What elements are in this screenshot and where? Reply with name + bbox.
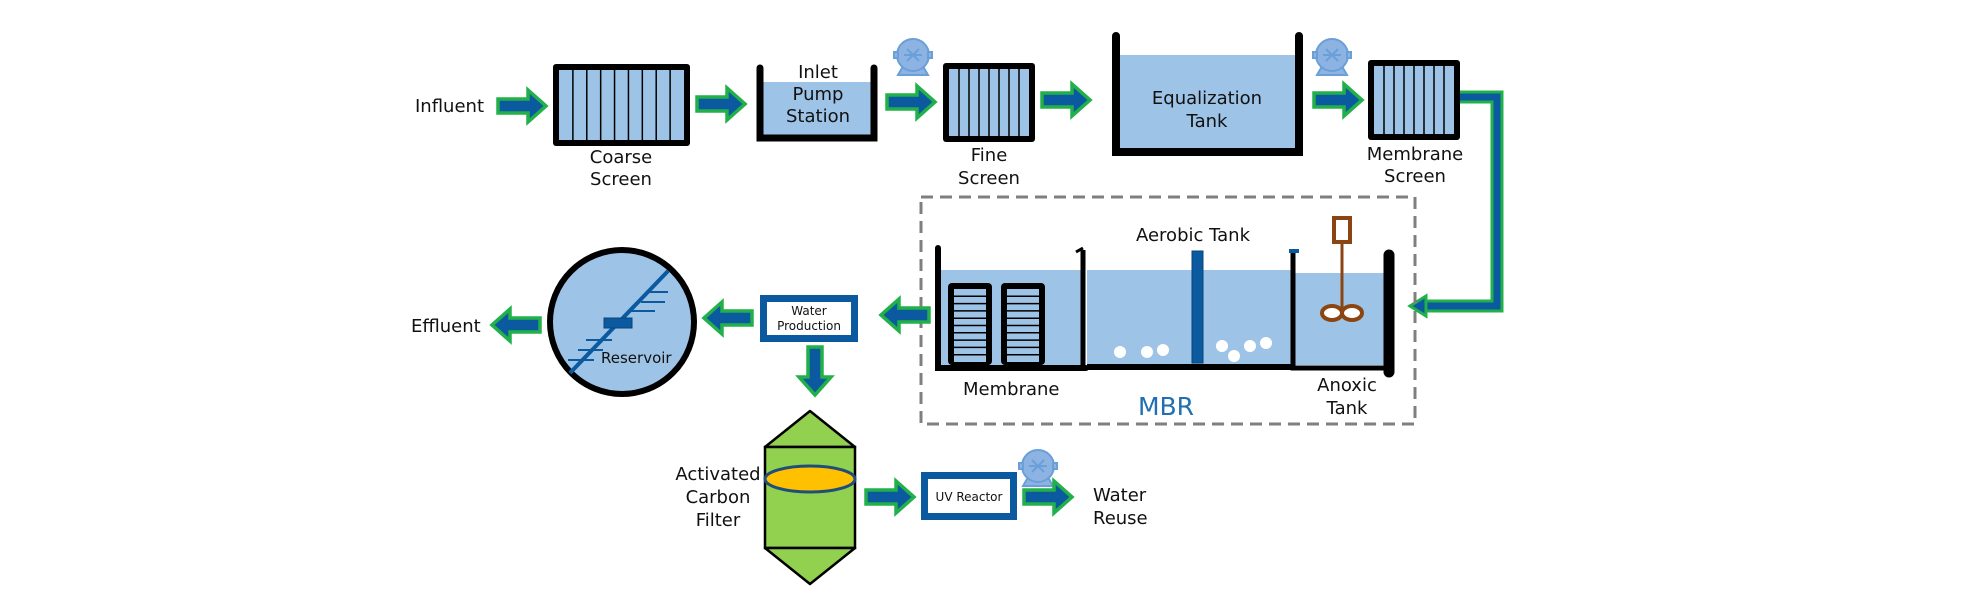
equalization-tank-label-line1: Equalization: [1152, 88, 1262, 109]
inlet-pump-station-label-line2: Pump: [793, 84, 844, 105]
anoxic-tank-label-line2: Tank: [1326, 398, 1368, 419]
carbon-media: [763, 464, 857, 494]
pump-icon: [1018, 449, 1058, 487]
membrane-screen: [1368, 60, 1460, 140]
flow-arrow-icon: [702, 300, 754, 336]
membrane-label: Membrane: [963, 379, 1059, 400]
air-bubble: [1157, 344, 1169, 356]
uv-reactor-label: UV Reactor: [936, 490, 1003, 504]
aerobic-tank-label: Aerobic Tank: [1136, 225, 1251, 246]
water-production-box: [760, 295, 858, 342]
fine-screen-label-line2: Screen: [958, 168, 1020, 189]
flow-arrow-icon: [797, 345, 833, 397]
mbr-label: MBR: [1138, 392, 1194, 421]
activated-carbon-filter-label-line1: Activated: [675, 464, 760, 485]
activated-carbon-filter-label-line2: Carbon: [686, 487, 751, 508]
membrane-screen-label-line1: Membrane: [1367, 144, 1463, 165]
equalization-tank: [1112, 32, 1303, 156]
flow-arrow-icon: [1040, 82, 1092, 118]
air-bubble: [1260, 337, 1272, 349]
pump-icon: [1312, 38, 1352, 76]
air-bubble: [1244, 340, 1256, 352]
reservoir: [547, 247, 697, 397]
membrane-tank: [935, 245, 1089, 371]
reservoir-label: Reservoir: [601, 349, 672, 367]
pipe-membrane-screen-to-mbr: [1407, 90, 1504, 319]
inlet-pump-station-label-line3: Station: [786, 106, 850, 127]
fine-screen-label-line1: Fine: [971, 145, 1008, 166]
flow-arrow-icon: [490, 307, 542, 343]
inlet-pump-station-tank: [756, 64, 878, 142]
water-production-label-line1: Water: [791, 304, 827, 318]
air-bubble: [1216, 340, 1228, 352]
water-production-label-line2: Production: [777, 319, 841, 333]
membrane-module: [1001, 283, 1045, 365]
coarse-screen-label-line1: Coarse: [590, 147, 652, 168]
influent-label: Influent: [415, 96, 484, 117]
effluent-label: Effluent: [411, 316, 481, 337]
uv-reactor-box: [921, 472, 1017, 520]
air-bubble: [1114, 346, 1126, 358]
activated-carbon-filter: [763, 409, 857, 586]
fine-screen: [943, 63, 1035, 142]
aerobic-tank: [1087, 250, 1294, 370]
mixer-icon: [1320, 216, 1364, 322]
anoxic-tank-label-line1: Anoxic: [1317, 375, 1377, 396]
water-reuse-label-line2: Reuse: [1093, 508, 1148, 529]
air-bubble: [1228, 350, 1240, 362]
air-bubble: [1141, 346, 1153, 358]
pump-icon: [893, 38, 933, 76]
flow-arrow-icon: [864, 479, 916, 515]
coarse-screen: [553, 64, 690, 146]
inlet-pump-station-label-line1: Inlet: [798, 62, 838, 83]
baffle-divider: [1191, 250, 1204, 364]
flow-arrow-icon: [1312, 82, 1364, 118]
aeration-bubbles: [1114, 337, 1272, 362]
equalization-tank-label-line2: Tank: [1186, 111, 1228, 132]
flow-arrow-icon: [496, 88, 548, 124]
anoxic-tank: [1289, 216, 1395, 378]
activated-carbon-filter-label-line3: Filter: [696, 510, 741, 531]
flow-arrow-icon: [885, 84, 937, 120]
membrane-module: [948, 283, 992, 365]
mbr-boundary: [919, 195, 1417, 426]
coarse-screen-label-line2: Screen: [590, 169, 652, 190]
membrane-screen-label-line2: Screen: [1384, 166, 1446, 187]
water-reuse-label-line1: Water: [1093, 485, 1147, 506]
flow-arrow-icon: [695, 86, 747, 122]
